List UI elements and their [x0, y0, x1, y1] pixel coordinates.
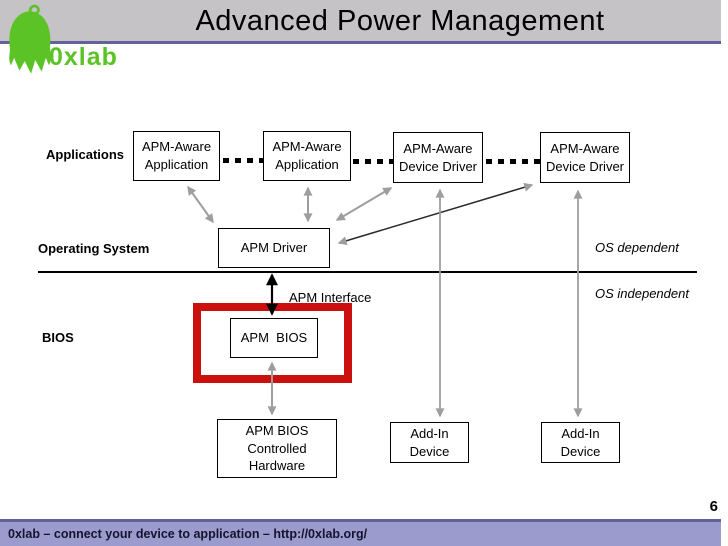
box-apm-driver: APM Driver: [218, 228, 330, 268]
logo: 0xlab: [0, 2, 180, 74]
footer-rule: [0, 519, 721, 522]
dashed-connector-app1-app2: [223, 158, 263, 163]
dashed-connector-driver1-driver2: [486, 159, 540, 164]
annotation-os-dependent: OS dependent: [595, 240, 679, 255]
box-add-in-device-1: Add-In Device: [390, 422, 469, 463]
layer-label-bios: BIOS: [42, 330, 74, 345]
layer-label-applications: Applications: [46, 147, 125, 162]
os-bios-divider-line: [38, 271, 697, 273]
box-apm-aware-device-driver-1: APM-Aware Device Driver: [393, 132, 483, 183]
layer-label-operating-system: Operating System: [38, 241, 150, 256]
annotation-apm-interface: APM Interface: [289, 290, 372, 305]
footer-text: 0xlab – connect your device to applicati…: [8, 527, 368, 541]
page-title: Advanced Power Management: [195, 5, 605, 37]
box-apm-aware-application-1: APM-Aware Application: [133, 131, 220, 181]
header-bar: [0, 0, 721, 41]
footer-bar: 0xlab – connect your device to applicati…: [0, 522, 721, 546]
0xlab-mascot-icon: [9, 4, 51, 74]
box-apm-bios: APM BIOS: [230, 318, 318, 358]
header-rule: [0, 41, 721, 44]
box-apm-bios-controlled-hardware: APM BIOS Controlled Hardware: [217, 419, 337, 478]
page-number: 6: [709, 498, 718, 515]
annotation-os-independent: OS independent: [595, 286, 689, 301]
box-apm-aware-device-driver-2: APM-Aware Device Driver: [540, 132, 630, 183]
box-add-in-device-2: Add-In Device: [541, 422, 620, 463]
box-apm-aware-application-2: APM-Aware Application: [263, 131, 351, 181]
logo-wordmark: 0xlab: [49, 43, 118, 71]
dashed-connector-app2-driver1: [353, 159, 393, 164]
